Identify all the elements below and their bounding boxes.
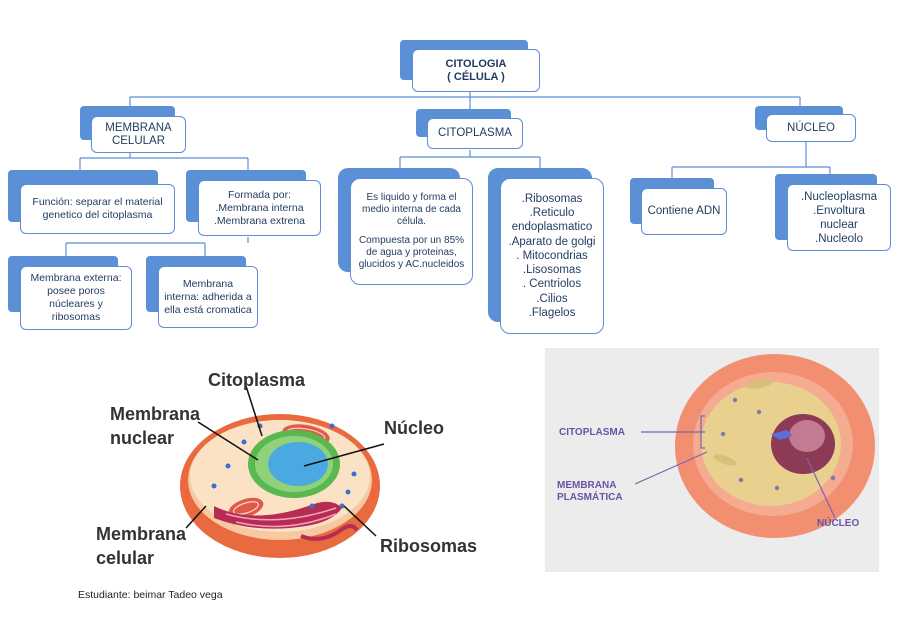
label-membrana-right-1: MEMBRANA	[557, 480, 616, 491]
organelo-3: endoplasmatico	[511, 221, 593, 234]
liquido-line-1: Es liquido y forma el	[366, 192, 457, 203]
organelo-8: .Cilios	[536, 292, 568, 305]
organelo-1: .Ribosomas	[521, 192, 583, 205]
root-subtitle: ( CÉLULA )	[447, 70, 505, 83]
interna-line-1: Membrana	[182, 277, 234, 290]
liquido-line-5: de agua y proteinas,	[366, 247, 457, 258]
membrana-line-2: CELULAR	[111, 134, 166, 147]
cell-illustration-right: CITOPLASMA MEMBRANA PLASMÁTICA NÚCLEO	[545, 348, 879, 572]
externa-line-4: ribosomas	[51, 311, 101, 323]
label-membrana-celular-1: Membrana	[96, 524, 187, 544]
nucleo-parte-4: .Nucleolo	[815, 232, 863, 245]
organelo-5: . Mitocondrias	[516, 249, 588, 262]
liquido-line-4: Compuesta por un 85%	[358, 235, 465, 246]
root-title: CITOLOGIA	[445, 57, 507, 70]
label-membrana-nuclear-1: Membrana	[110, 404, 201, 424]
cell-illustration-left: Citoplasma Membrana nuclear Núcleo Membr…	[96, 370, 477, 568]
label-citoplasma-right: CITOPLASMA	[559, 427, 625, 438]
nucleo-label: NÚCLEO	[787, 121, 835, 134]
organelo-6: .Lisosomas	[522, 264, 582, 277]
nucleo-parte-3: nuclear	[820, 218, 858, 231]
label-ribosomas: Ribosomas	[380, 536, 477, 556]
nucleo-parte-2: .Envoltura	[813, 204, 865, 217]
organelo-4: .Aparato de golgi	[508, 235, 596, 248]
liquido-line-3: célula.	[397, 216, 426, 227]
externa-line-2: posee poros	[47, 285, 105, 297]
funcion-line-2: genetico del citoplasma	[42, 209, 153, 221]
formada-line-2: .Membrana interna	[215, 201, 304, 214]
externa-line-3: núcleares y	[49, 298, 103, 310]
organelo-7: . Centriolos	[522, 278, 582, 291]
label-membrana-nuclear-2: nuclear	[110, 428, 174, 448]
interna-line-2: interna: adherida a	[164, 290, 252, 303]
student-name: Estudiante: beimar Tadeo vega	[78, 589, 223, 601]
label-membrana-right-2: PLASMÁTICA	[557, 490, 623, 503]
citoplasma-label: CITOPLASMA	[438, 127, 512, 139]
membrana-line-1: MEMBRANA	[105, 121, 172, 134]
formada-line-1: Formada por:	[227, 188, 291, 201]
label-membrana-celular-2: celular	[96, 548, 154, 568]
label-citoplasma: Citoplasma	[208, 370, 306, 390]
formada-line-3: .Membrana extrena	[213, 214, 306, 227]
interna-line-3: ella está cromatica	[164, 303, 252, 316]
nucleo-parte-1: .Nucleoplasma	[800, 190, 878, 203]
label-nucleo-right: NÚCLEO	[817, 516, 859, 529]
funcion-line-1: Función: separar el material	[32, 196, 163, 208]
externa-line-1: Membrana externa:	[30, 272, 122, 284]
organelo-2: .Reticulo	[529, 206, 575, 219]
label-nucleo: Núcleo	[384, 418, 444, 438]
adn-label: Contiene ADN	[647, 205, 721, 217]
liquido-line-2: medio interna de cada	[362, 204, 461, 215]
organelo-9: .Flagelos	[528, 307, 576, 320]
liquido-line-6: glucidos y AC.nucleidos	[358, 259, 465, 270]
nucleus-shape	[268, 442, 328, 486]
